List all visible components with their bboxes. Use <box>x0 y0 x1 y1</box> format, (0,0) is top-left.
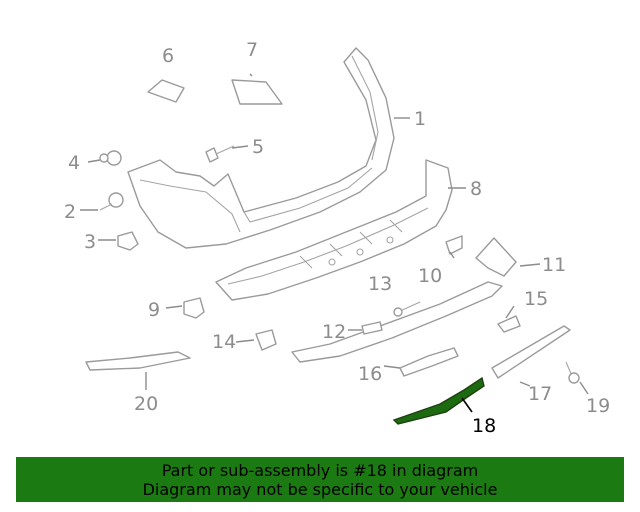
part-16-trim <box>399 347 459 377</box>
part-6-reflector <box>147 79 185 103</box>
callout-12: 12 <box>322 321 346 343</box>
part-4-clip <box>99 150 122 166</box>
parts-diagram: 1 2 3 4 5 6 7 8 9 10 11 12 13 14 15 16 1… <box>64 39 610 437</box>
part-15-clip <box>497 315 521 333</box>
part-1-bumper-cover <box>127 47 395 249</box>
callout-8: 8 <box>470 178 482 200</box>
part-18-highlighted <box>392 376 485 425</box>
info-banner: Part or sub-assembly is #18 in diagram D… <box>16 457 624 502</box>
part-11-trim <box>475 237 517 277</box>
callout-18: 18 <box>472 415 496 437</box>
part-3-bracket <box>117 231 139 251</box>
banner-line-2: Diagram may not be specific to your vehi… <box>142 480 498 499</box>
part-7-reflector <box>231 79 283 105</box>
callout-20: 20 <box>134 393 158 415</box>
callout-5: 5 <box>252 136 264 158</box>
part-19-screw <box>565 361 580 384</box>
callout-14: 14 <box>212 331 236 353</box>
callout-10: 10 <box>418 265 442 287</box>
part-13-pin <box>393 301 421 317</box>
callout-15: 15 <box>524 288 548 310</box>
leader-lines <box>80 73 589 413</box>
part-10-cover <box>445 235 463 255</box>
callout-7: 7 <box>246 39 258 61</box>
part-17-trim <box>491 325 571 379</box>
callout-17: 17 <box>528 383 552 405</box>
callout-19: 19 <box>586 395 610 417</box>
part-8-absorber <box>215 159 453 301</box>
banner-line-1: Part or sub-assembly is #18 in diagram <box>161 461 479 480</box>
callout-1: 1 <box>414 108 426 130</box>
callout-9: 9 <box>148 299 160 321</box>
callout-16: 16 <box>358 363 382 385</box>
part-20-trim <box>85 351 191 371</box>
part-9-bracket <box>183 297 205 319</box>
part-14-bracket <box>255 329 277 351</box>
callout-4: 4 <box>68 152 80 174</box>
part-2-screw <box>99 192 124 211</box>
callout-2: 2 <box>64 201 76 223</box>
callout-13: 13 <box>368 273 392 295</box>
callout-6: 6 <box>162 45 174 67</box>
callout-3: 3 <box>84 231 96 253</box>
part-5-bolt <box>205 145 235 163</box>
part-12-clip <box>361 321 383 335</box>
callout-11: 11 <box>542 254 566 276</box>
